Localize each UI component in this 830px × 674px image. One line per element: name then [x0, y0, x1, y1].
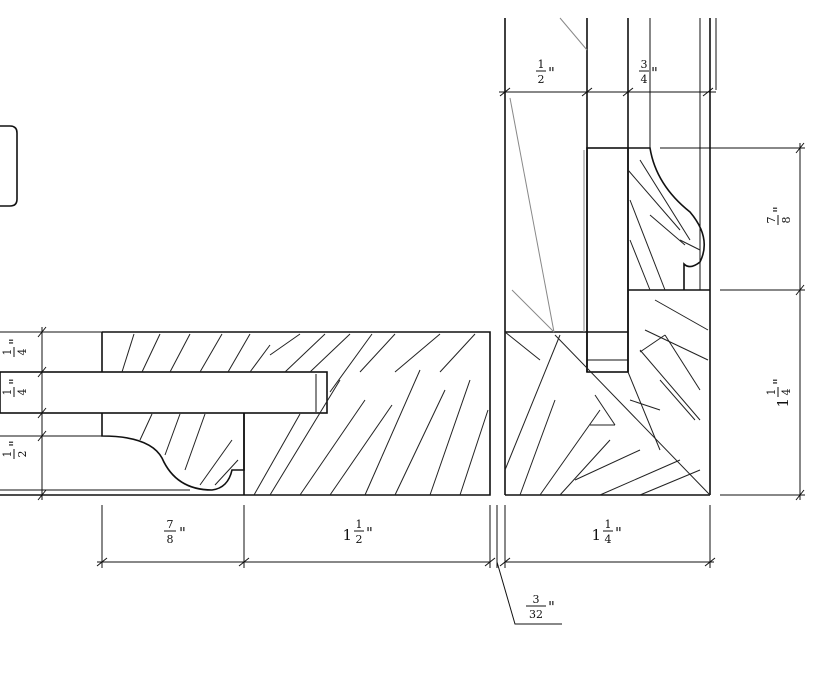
dim-right-7-8: 7 8 " [765, 206, 793, 225]
svg-text:8: 8 [167, 533, 174, 546]
svg-text:": " [6, 338, 24, 345]
rail-molding-profile [101, 413, 245, 491]
dim-gap-3-32: 3 32 " [526, 593, 555, 621]
svg-text:4: 4 [16, 349, 29, 356]
svg-text:3: 3 [533, 593, 540, 606]
dim-rail-7-8: 7 8 " [164, 518, 186, 546]
dimension-lines [37, 87, 805, 625]
dim-right-1-1-4: 1 1 4 " [765, 378, 793, 407]
stile-molding-profile [628, 147, 706, 290]
svg-text:1: 1 [356, 518, 363, 531]
dim-top-1-2: 1 2 " [536, 58, 555, 86]
dim-top-3-4: 3 4 " [639, 58, 658, 86]
dim-rail-1-1-2: 1 1 2 " [342, 518, 372, 546]
svg-text:4: 4 [16, 389, 29, 396]
svg-text:1: 1 [1, 349, 14, 356]
svg-text:3: 3 [641, 58, 648, 71]
svg-text:7: 7 [167, 518, 174, 531]
svg-text:1: 1 [342, 526, 352, 544]
panel-tongue [0, 371, 328, 414]
svg-text:2: 2 [538, 73, 545, 86]
svg-text:32: 32 [529, 608, 543, 621]
svg-text:": " [6, 378, 24, 385]
svg-text:1: 1 [765, 389, 778, 396]
svg-text:7: 7 [765, 217, 778, 224]
dim-left-1-4-mid: 1 4 " [1, 378, 29, 397]
svg-text:1: 1 [605, 518, 612, 531]
svg-text:": " [548, 64, 555, 82]
svg-text:": " [179, 524, 186, 542]
svg-text:4: 4 [605, 533, 612, 546]
svg-text:": " [366, 524, 373, 542]
svg-text:1: 1 [774, 398, 792, 408]
svg-text:": " [651, 64, 658, 82]
svg-text:1: 1 [538, 58, 545, 71]
rail-section [0, 331, 491, 496]
svg-text:1: 1 [591, 526, 601, 544]
svg-text:1: 1 [1, 451, 14, 458]
stile-section [504, 17, 717, 496]
svg-text:": " [615, 524, 622, 542]
svg-text:1: 1 [1, 389, 14, 396]
cropped-callout-box [0, 125, 18, 207]
svg-text:8: 8 [780, 217, 793, 224]
svg-text:4: 4 [641, 73, 648, 86]
svg-text:4: 4 [780, 389, 793, 396]
svg-text:": " [6, 440, 24, 447]
dim-left-1-4-top: 1 4 " [1, 338, 29, 357]
svg-text:2: 2 [356, 533, 363, 546]
stile-panel-tongue [586, 147, 629, 373]
svg-text:2: 2 [16, 451, 29, 458]
dim-left-1-2: 1 2 " [1, 440, 29, 459]
dim-stile-1-1-4: 1 1 4 " [591, 518, 621, 546]
svg-text:": " [548, 598, 555, 616]
svg-text:": " [770, 206, 788, 213]
svg-text:": " [770, 378, 788, 385]
